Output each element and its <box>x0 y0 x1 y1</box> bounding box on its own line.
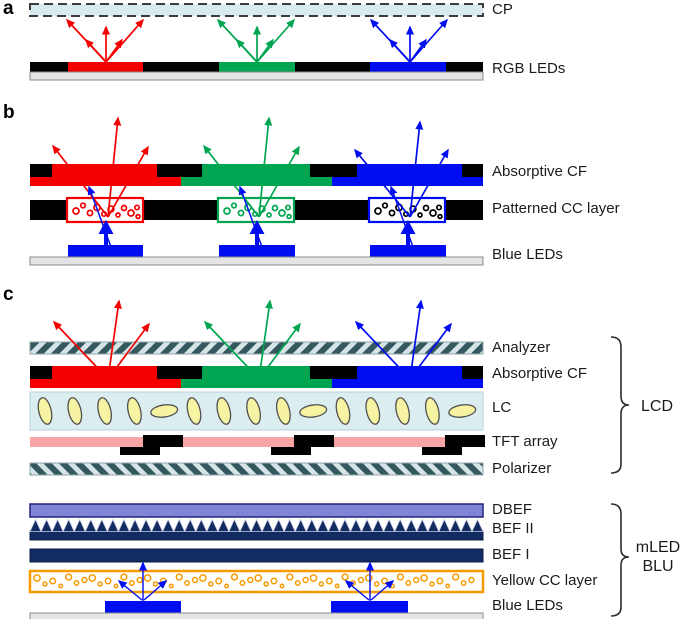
panel-b-layers <box>29 164 484 266</box>
label-yellow-cc: Yellow CC layer <box>492 572 598 589</box>
panel-c-blu-layers <box>28 503 485 619</box>
label-absorptive-cf-b: Absorptive CF <box>492 163 588 180</box>
light-ray-arrows <box>52 18 452 604</box>
panel-a-layers <box>29 3 484 81</box>
label-blue-leds-c: Blue LEDs <box>492 597 563 614</box>
label-analyzer: Analyzer <box>492 339 551 356</box>
label-bef2: BEF II <box>492 520 534 537</box>
label-lcd-bracket: LCD <box>641 398 674 415</box>
label-absorptive-cf-c: Absorptive CF <box>492 365 588 382</box>
label-tft-array: TFT array <box>492 433 558 450</box>
label-mled-line1: mLED <box>635 539 681 556</box>
label-bef1: BEF I <box>492 546 530 563</box>
label-mled-blu-bracket: mLED BLU <box>629 538 685 576</box>
label-blue-leds-b: Blue LEDs <box>492 246 563 263</box>
label-rgb-leds: RGB LEDs <box>492 60 566 77</box>
panel-c-lcd-layers <box>29 341 485 476</box>
group-brackets <box>610 336 630 617</box>
label-polarizer: Polarizer <box>492 460 552 477</box>
label-dbef: DBEF <box>492 501 533 518</box>
label-mled-line2: BLU <box>642 558 674 575</box>
label-cp: CP <box>492 1 513 18</box>
panel-b-letter: b <box>3 102 15 123</box>
panel-c-letter: c <box>3 284 14 305</box>
panel-a-letter: a <box>3 0 14 19</box>
label-patterned-cc: Patterned CC layer <box>492 200 620 217</box>
label-lc: LC <box>492 399 512 416</box>
